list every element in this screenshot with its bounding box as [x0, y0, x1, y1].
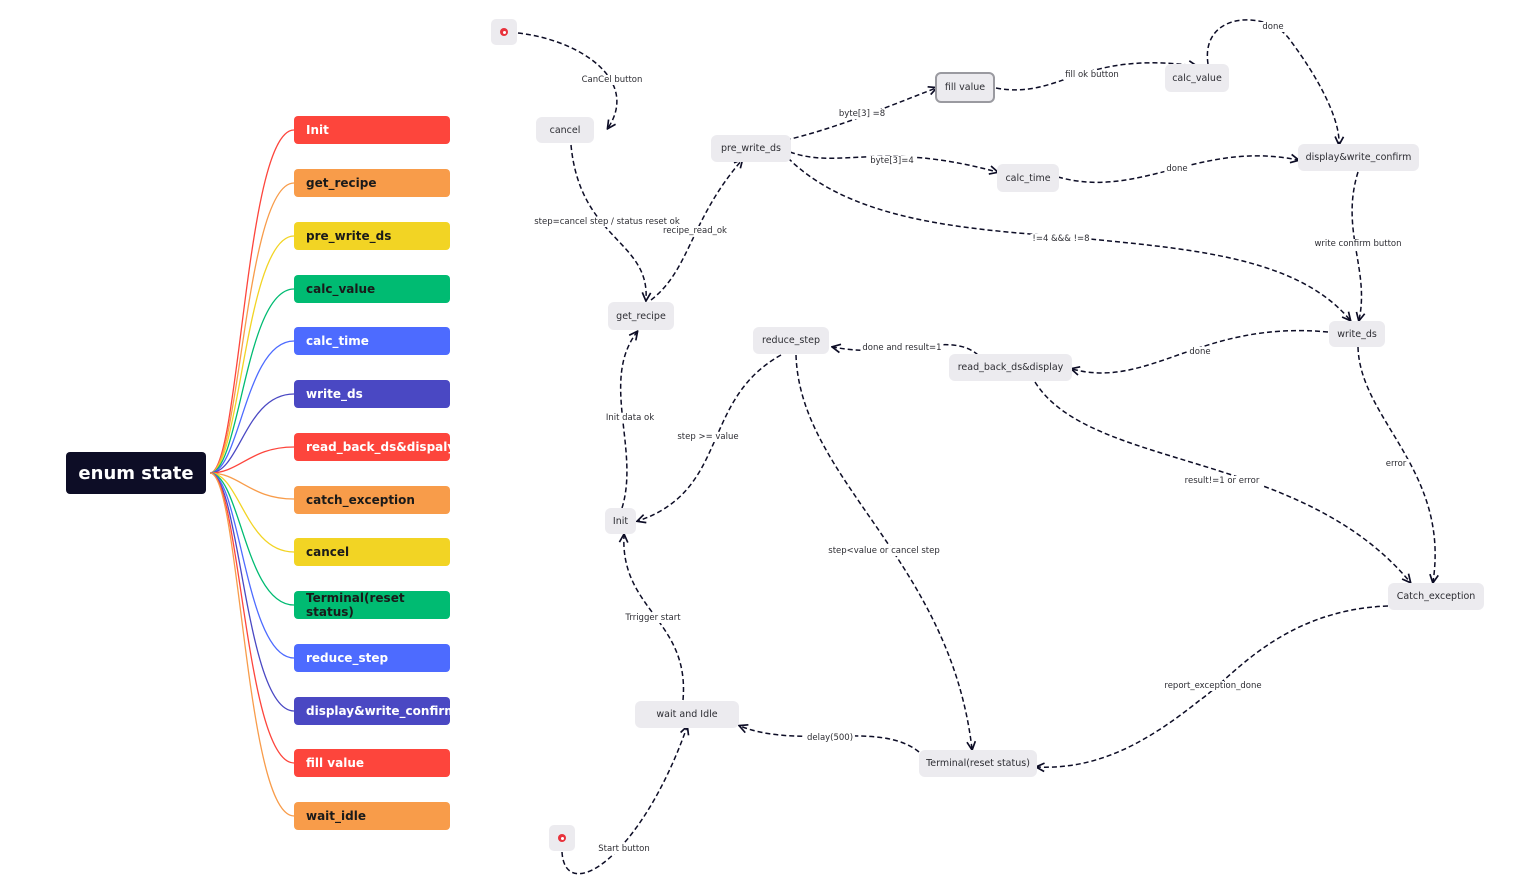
mindmap-connector: [209, 182, 295, 474]
edge-label: result!=1 or error: [1182, 476, 1262, 486]
record-icon: [500, 28, 508, 36]
mindmap-connector: [209, 129, 295, 474]
state-fill-value[interactable]: fill value: [935, 72, 995, 103]
enum-item[interactable]: pre_write_ds: [294, 222, 450, 250]
enum-item[interactable]: display&write_confirm: [294, 697, 457, 725]
enum-item[interactable]: cancel: [294, 538, 450, 566]
enum-item[interactable]: write_ds: [294, 380, 450, 408]
edge-read-back-to-catch: [1034, 381, 1410, 582]
edge-label: done and result=1: [860, 343, 944, 353]
edge-label: recipe_read_ok: [661, 226, 729, 236]
mindmap-connector: [209, 472, 295, 500]
state-display-write-confirm[interactable]: display&write_confirm: [1298, 144, 1419, 171]
enum-item[interactable]: read_back_ds&dispaly: [294, 433, 455, 461]
edge-reduce-step-to-terminal: [795, 354, 972, 749]
edge-reduce-step-to-init: [638, 354, 782, 521]
mindmap-connector: [209, 472, 295, 659]
edge-label: CanCel button: [579, 75, 645, 85]
edge-label: Init data ok: [603, 413, 657, 423]
edge-label: step=cancel step / status reset ok: [532, 217, 682, 227]
mindmap-connector: [209, 472, 295, 764]
edge-start-to-wait-idle: [561, 727, 687, 875]
record-icon: [558, 834, 566, 842]
edge-label: done: [1187, 347, 1213, 357]
edge-write-ds-to-catch: [1357, 346, 1435, 582]
state-write-ds[interactable]: write_ds: [1329, 321, 1385, 347]
enum-item[interactable]: fill value: [294, 749, 450, 777]
edge-label: fill ok button: [1063, 70, 1121, 80]
edge-label: step<value or cancel step: [826, 546, 942, 556]
enum-item[interactable]: Init: [294, 116, 450, 144]
mindmap-connector: [209, 340, 295, 474]
mindmap-connector: [209, 288, 295, 474]
mindmap-connector: [209, 472, 295, 553]
state-get-recipe[interactable]: get_recipe: [608, 302, 674, 330]
state-init[interactable]: Init: [605, 508, 636, 534]
enum-item[interactable]: get_recipe: [294, 169, 450, 197]
mindmap-connector: [209, 472, 295, 606]
edge-label: done: [1260, 22, 1286, 32]
state-pre-write-ds[interactable]: pre_write_ds: [711, 135, 791, 162]
edge-display-to-write-ds: [1351, 171, 1361, 320]
state-calc-value[interactable]: calc_value: [1165, 64, 1229, 92]
edge-pre-write-to-write-ds: [787, 157, 1350, 320]
edge-start-to-cancel: [517, 32, 618, 128]
enum-item[interactable]: wait_idle: [294, 802, 450, 830]
edge-label: byte[3]=4: [868, 156, 916, 166]
edge-label: !=4 &&& !=8: [1030, 234, 1092, 244]
edge-catch-to-terminal: [1037, 605, 1389, 767]
enum-item[interactable]: catch_exception: [294, 486, 450, 514]
edge-label: report_exception_done: [1162, 681, 1264, 691]
enum-item[interactable]: calc_time: [294, 327, 450, 355]
edge-calc-value-to-display: [1206, 19, 1339, 144]
start-marker-top[interactable]: [491, 19, 517, 45]
edge-pre-write-to-calc-time: [789, 151, 997, 172]
enum-state-root[interactable]: enum state: [66, 452, 206, 494]
state-cancel[interactable]: cancel: [536, 117, 594, 143]
edge-label: Start button: [596, 844, 652, 854]
enum-item[interactable]: calc_value: [294, 275, 450, 303]
enum-item[interactable]: reduce_step: [294, 644, 450, 672]
state-wait-and-idle[interactable]: wait and Idle: [635, 701, 739, 728]
edge-label: error: [1383, 459, 1409, 469]
enum-item[interactable]: Terminal(reset status): [294, 591, 450, 619]
mindmap-connector: [209, 235, 295, 474]
start-marker-bottom[interactable]: [549, 825, 575, 851]
edge-label: write confirm button: [1312, 239, 1404, 249]
edge-write-ds-to-read-back: [1072, 329, 1329, 373]
state-catch-exception[interactable]: Catch_exception: [1388, 583, 1484, 610]
edge-label: step >= value: [675, 432, 741, 442]
edge-label: byte[3] =8: [836, 109, 888, 119]
state-terminal-reset-status[interactable]: Terminal(reset status): [919, 750, 1037, 777]
mindmap-connector: [209, 472, 295, 817]
edge-label: Trrigger start: [623, 613, 683, 623]
edge-label: delay(500): [804, 733, 856, 743]
edge-label: done: [1164, 164, 1190, 174]
edge-get-recipe-to-pre-write: [650, 160, 742, 301]
mindmap-connector: [209, 472, 295, 712]
state-reduce-step[interactable]: reduce_step: [753, 327, 829, 354]
mindmap-connector: [209, 393, 295, 474]
state-read-back-ds-display[interactable]: read_back_ds&display: [949, 354, 1072, 381]
edge-cancel-to-get-recipe: [570, 144, 646, 300]
state-calc-time[interactable]: calc_time: [997, 164, 1059, 192]
mindmap-connector: [209, 446, 295, 474]
